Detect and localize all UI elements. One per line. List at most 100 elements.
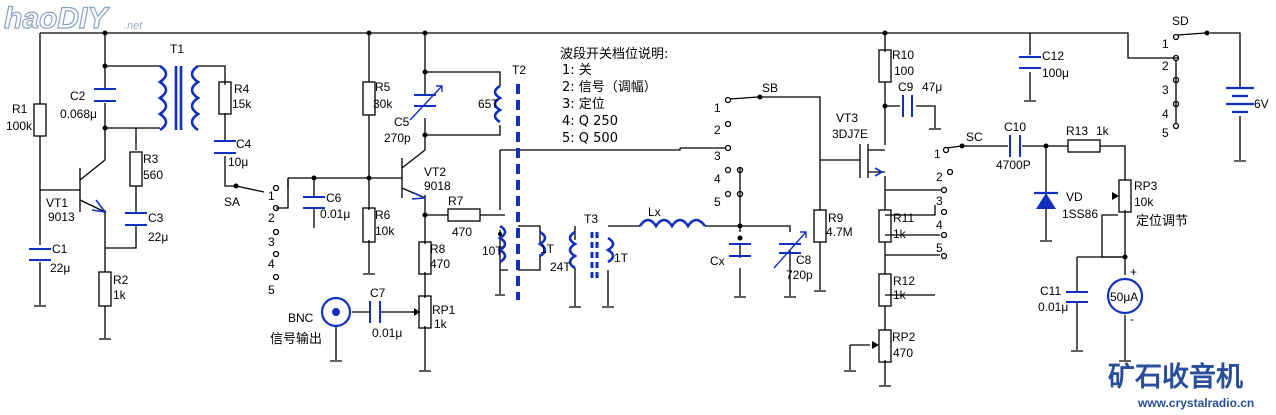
resistor-r3: R3 560 <box>129 151 163 187</box>
sd-pos-5: 5 <box>1162 126 1169 140</box>
sa-ref: SA <box>224 195 240 209</box>
c3-value: 22μ <box>148 230 168 244</box>
c12-ref: C12 <box>1042 49 1064 63</box>
t2-ref: T2 <box>512 63 526 77</box>
capacitor-c11: C11 0.01μ <box>1038 284 1088 314</box>
brand-logo: 矿石收音机 www.crystalradio.cn <box>1108 361 1254 410</box>
r8-value: 470 <box>430 257 450 271</box>
r10-ref: R10 <box>892 48 914 62</box>
t1-ref: T1 <box>170 42 184 56</box>
potentiometer-rp3: RP3 10k 定位调节 <box>1112 179 1188 229</box>
sb-ref: SB <box>762 81 778 95</box>
vt3-ref: VT3 <box>836 111 858 125</box>
notes-item-2: 2: 信号（调幅） <box>562 80 657 95</box>
transistor-vt3: VT3 3DJ7E <box>832 111 885 178</box>
r9-value: 4.7M <box>826 225 853 239</box>
transformer-t1: T1 <box>157 42 201 132</box>
c1-value: 22μ <box>50 261 70 275</box>
c7-ref: C7 <box>370 286 386 300</box>
vt2-value: 9018 <box>424 179 451 193</box>
r1-value: 100k <box>6 119 33 133</box>
r2-ref: R2 <box>113 273 129 287</box>
c6-ref: C6 <box>326 191 342 205</box>
notes-item-3: 3: 定位 <box>562 97 605 112</box>
resistor-r12: R12 1k <box>878 273 915 307</box>
potentiometer-rp2: RP2 470 <box>872 329 916 363</box>
resistor-r9: R9 4.7M <box>813 209 853 243</box>
c4-value: 10μ <box>228 155 248 169</box>
capacitor-c7: C7 0.01μ <box>352 286 402 340</box>
bnc-ref: BNC <box>288 311 314 325</box>
capacitor-c8: C8 720p <box>773 231 813 282</box>
r13-ref: R13 <box>1066 124 1088 138</box>
sb-pos-2: 2 <box>714 123 721 137</box>
r6-ref: R6 <box>375 208 391 222</box>
rp3-ref: RP3 <box>1134 179 1158 193</box>
r4-value: 15k <box>232 97 252 111</box>
resistor-r4: R4 15k <box>218 81 252 115</box>
transistor-vt1: VT1 9013 <box>46 159 107 224</box>
capacitor-c5: C5 270p <box>384 85 443 145</box>
resistor-r6: R6 10k <box>362 207 395 243</box>
rp3-value: 10k <box>1134 195 1154 209</box>
battery-6v: 6V <box>1226 86 1269 114</box>
switch-sd: SD 1 2 3 4 5 <box>1162 14 1210 140</box>
sd-pos-1: 1 <box>1162 37 1169 51</box>
meter-plus: + <box>1130 265 1137 279</box>
c7-value: 0.01μ <box>372 326 402 340</box>
t2-turns-primary: 65T <box>478 97 499 111</box>
c11-value: 0.01μ <box>1038 300 1068 314</box>
r8-ref: R8 <box>430 242 446 256</box>
cx-ref: Cx <box>710 254 725 268</box>
r1-ref: R1 <box>12 102 28 116</box>
band-switch-notes: 波段开关档位说明: 1: 关 2: 信号（调幅） 3: 定位 4: Q 250 … <box>560 47 668 146</box>
resistor-r10: R10 100 <box>878 48 914 83</box>
diode-vd: VD 1SS86 <box>1034 190 1098 221</box>
c10-value: 4700P <box>996 158 1031 172</box>
sd-pos-2: 2 <box>1162 59 1169 73</box>
capacitor-c1: C1 22μ <box>29 242 70 275</box>
haodiy-watermark: haoDIY .net <box>3 1 143 35</box>
resistor-r8: R8 470 <box>418 241 450 275</box>
r7-value: 470 <box>452 225 472 239</box>
vd-ref: VD <box>1066 190 1083 204</box>
c2-ref: C2 <box>70 89 86 103</box>
c8-value: 720p <box>786 268 813 282</box>
sc-pos-3: 3 <box>936 194 943 208</box>
sc-pos-1: 1 <box>934 147 941 161</box>
transformer-t3: T3 1T 24T 1T <box>537 212 629 280</box>
lx-ref: Lx <box>648 205 661 219</box>
t2-turns-secondary: 10T <box>482 244 503 258</box>
rp1-value: 1k <box>434 317 448 331</box>
resistor-r1: R1 100k <box>6 102 47 137</box>
c4-ref: C4 <box>236 137 252 151</box>
c8-ref: C8 <box>796 253 812 267</box>
sa-contacts <box>272 178 289 281</box>
c9-ref: C9 <box>898 80 914 94</box>
capacitor-c9: C9 47μ <box>898 80 942 117</box>
watermark-logo: haoDIY <box>4 2 110 35</box>
r3-value: 560 <box>143 168 163 182</box>
r10-value: 100 <box>894 64 914 78</box>
brand-name: 矿石收音机 <box>1108 361 1243 393</box>
r11-ref: R11 <box>893 211 914 225</box>
switch-sc: SC 1 2 3 4 5 <box>934 130 983 260</box>
switch-sa: SA 1 2 3 4 5 <box>224 178 289 297</box>
sd-pos-3: 3 <box>1162 83 1169 97</box>
sd-ref: SD <box>1172 14 1189 28</box>
ammeter-50ua: 50μA + - <box>1106 265 1144 326</box>
r2-value: 1k <box>113 288 127 302</box>
c11-ref: C11 <box>1040 284 1061 298</box>
t3-ref: T3 <box>584 212 598 226</box>
r5-value: 30k <box>373 97 393 111</box>
transistor-vt2: VT2 9018 <box>396 149 451 200</box>
c3-ref: C3 <box>148 211 164 225</box>
resistor-r2: R2 1k <box>98 271 129 307</box>
c10-ref: C10 <box>1004 120 1026 134</box>
rp2-ref: RP2 <box>892 330 916 344</box>
r12-ref: R12 <box>893 274 915 288</box>
rp1-ref: RP1 <box>432 303 456 317</box>
vt3-value: 3DJ7E <box>832 127 868 141</box>
c5-value: 270p <box>384 131 411 145</box>
